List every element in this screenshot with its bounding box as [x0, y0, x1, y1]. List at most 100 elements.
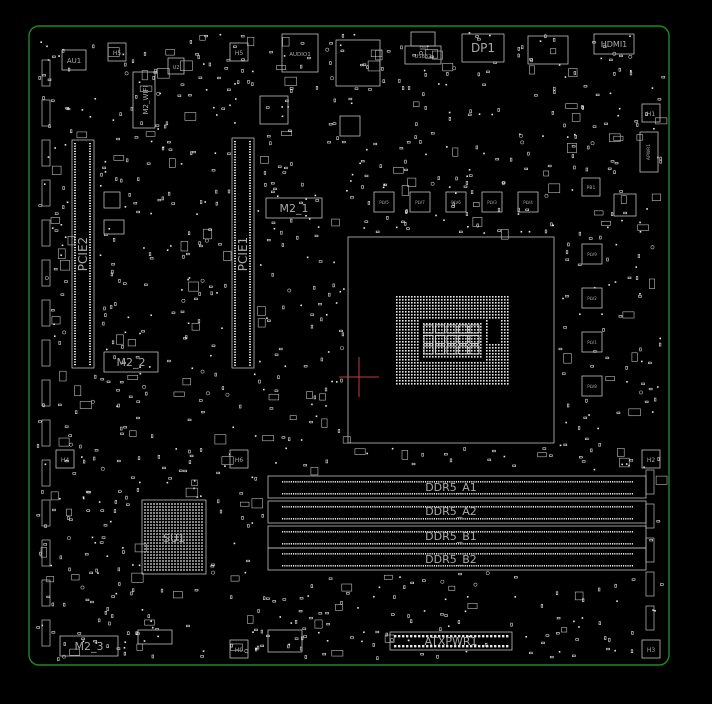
chipset-ball — [177, 545, 179, 547]
smd-pad — [425, 153, 427, 156]
chipset-ball — [189, 530, 191, 532]
chipset-ball — [189, 551, 191, 553]
chipset-ball — [180, 545, 182, 547]
passive-pad — [391, 613, 395, 616]
slot-pin — [249, 343, 251, 345]
chipset-ball — [147, 533, 149, 535]
ddr-pin — [462, 481, 464, 483]
ddr-pin — [486, 493, 488, 495]
chipset-ball — [177, 557, 179, 559]
ddr-pin — [334, 481, 336, 483]
cpu-land — [423, 314, 425, 316]
slot-pin — [74, 244, 76, 246]
ddr-pin — [328, 493, 330, 495]
cpu-land — [477, 323, 479, 325]
ddr-pin — [488, 565, 490, 567]
cpu-land — [438, 326, 440, 328]
slot-pin — [89, 348, 91, 350]
ddr-pin — [552, 543, 554, 545]
slot-pin — [249, 193, 251, 195]
ddr-pin — [436, 518, 438, 520]
ddr-pin — [447, 553, 449, 555]
ddr-pin — [493, 493, 495, 495]
chipset-ball-grid — [144, 503, 203, 571]
smd-pad — [464, 610, 467, 613]
cpu-land — [507, 314, 509, 316]
smd-pad — [221, 327, 223, 329]
passive-pad — [282, 171, 287, 174]
small-ic — [247, 615, 254, 624]
ddr-pin — [356, 493, 358, 495]
ddr-pin — [535, 531, 537, 533]
chipset-ball — [150, 551, 152, 553]
chipset-ball — [174, 563, 176, 565]
ddr-pin — [594, 506, 596, 508]
cpu-land — [441, 302, 443, 304]
cpu-land — [453, 344, 455, 346]
ddr-pin — [326, 506, 328, 508]
ddr-pin — [598, 506, 600, 508]
ddr-pin — [383, 531, 385, 533]
passive-pad — [606, 647, 610, 651]
cpu-land — [405, 368, 407, 370]
slot-pin — [234, 252, 236, 254]
ddr-pin — [499, 543, 501, 545]
passive-pad — [186, 624, 190, 628]
chipset-ball — [171, 527, 173, 529]
cpu-land — [399, 308, 401, 310]
cpu-land — [486, 347, 488, 349]
cpu-land — [438, 350, 440, 352]
ddr-pin — [539, 553, 541, 555]
chipset-ball — [162, 506, 164, 508]
chipset-ball — [171, 515, 173, 517]
cpu-land — [429, 356, 431, 358]
smd-pad — [306, 256, 309, 259]
passive-pad — [217, 76, 221, 80]
slot-pin — [234, 172, 236, 174]
slot-pin — [249, 180, 251, 182]
ddr-pin — [348, 506, 350, 508]
cpu-land — [438, 356, 440, 358]
cpu-land — [501, 383, 503, 385]
passive-pad — [385, 632, 388, 637]
cpu-land — [480, 356, 482, 358]
cpu-land — [423, 362, 425, 364]
slot-pin — [89, 236, 91, 238]
ddr-pin — [530, 481, 532, 483]
ddr-pin — [616, 506, 618, 508]
cpu-land — [414, 356, 416, 358]
smd-pad — [82, 640, 85, 643]
smd-pad — [654, 609, 656, 612]
ddr-pin — [332, 531, 334, 533]
atx-pin — [502, 635, 505, 638]
pcie1-outline — [231, 137, 255, 369]
cpu-land — [411, 365, 413, 367]
smd-pad — [382, 186, 385, 189]
m2-3-outline — [59, 635, 119, 657]
ddr-pin — [572, 553, 574, 555]
ddr-pin — [400, 531, 402, 533]
cpu-land — [399, 341, 401, 343]
cpu-core-block — [446, 335, 457, 344]
ddr-pin — [601, 506, 603, 508]
silkscreen-labels: AU1 H5 H5 U2 AUDIO1 USB32 DP1 HDMI1 M2_W… — [61, 40, 656, 654]
label-pcie2: PCIE2 — [76, 237, 90, 271]
cpu-land — [456, 374, 458, 376]
ddr-pin — [598, 518, 600, 520]
passive-pad — [180, 83, 185, 86]
cpu-land — [432, 356, 434, 358]
chipset-ball — [168, 554, 170, 556]
ddr-pin — [321, 518, 323, 520]
passive-pad — [581, 106, 584, 110]
ddr-pin — [341, 553, 343, 555]
passive-pad — [290, 89, 293, 93]
cpu-land — [417, 341, 419, 343]
ddr-pin — [440, 531, 442, 533]
slot-pin — [74, 189, 76, 191]
slot-pin — [234, 362, 236, 364]
slot-pin — [89, 270, 91, 272]
cpu-land — [507, 362, 509, 364]
small-ic — [543, 170, 550, 177]
cpu-land — [507, 332, 509, 334]
